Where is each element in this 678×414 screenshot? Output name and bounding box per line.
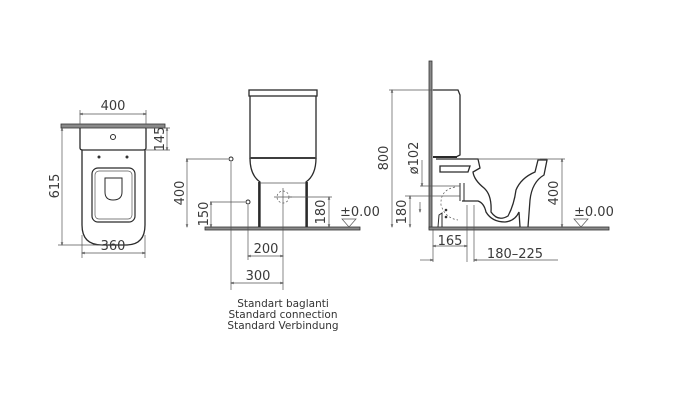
dim-low-height: 150 <box>197 202 212 227</box>
cistern-side <box>433 89 461 158</box>
side-floor-level-label: ±0.00 <box>574 205 614 220</box>
seat-opening <box>104 177 123 201</box>
cistern-outline <box>79 128 147 151</box>
caption-en: Standard connection <box>229 309 338 321</box>
wall-line <box>60 123 166 129</box>
dim-top-width: 400 <box>101 99 126 114</box>
wall-line <box>428 60 433 230</box>
side-view: 800 ø102 180 400 ±0.00 165 180–225 <box>377 60 614 262</box>
dim-outlet-range: 180–225 <box>487 247 543 262</box>
dim-depth: 615 <box>48 174 63 199</box>
dim-total-height: 800 <box>377 146 392 171</box>
caption-tr: Standart baglanti <box>237 298 329 310</box>
dim-offset-200: 200 <box>254 242 279 257</box>
level-marker-icon <box>341 218 357 228</box>
cistern-body <box>249 96 317 159</box>
bowl-side <box>436 158 548 228</box>
dim-inlet-height: 400 <box>173 181 188 206</box>
floor-level-label: ±0.00 <box>340 205 380 220</box>
dim-cistern-depth: 145 <box>153 127 168 152</box>
top-view: 400 145 615 360 <box>48 99 170 258</box>
bowl-body <box>249 157 317 227</box>
dim-side-outlet-height: 180 <box>395 200 410 225</box>
floor-line <box>204 226 361 231</box>
flush-button <box>110 134 116 140</box>
dim-wall-offset: 165 <box>438 234 463 249</box>
caption-de: Standard Verbindung <box>227 320 338 332</box>
dim-offset-300: 300 <box>246 269 271 284</box>
dim-pipe-diameter: ø102 <box>407 142 422 175</box>
front-view: 400 150 180 ±0.00 200 300 Standart bagla… <box>173 89 380 332</box>
floor-line <box>428 226 610 231</box>
dim-outlet-height: 180 <box>314 200 329 225</box>
side-level-marker-icon <box>573 218 589 228</box>
cistern-lid <box>248 89 318 97</box>
bowl-outline <box>81 150 146 246</box>
seat-outline <box>91 167 136 223</box>
dim-bottom-width: 360 <box>101 239 126 254</box>
dim-bowl-height: 400 <box>547 181 562 206</box>
